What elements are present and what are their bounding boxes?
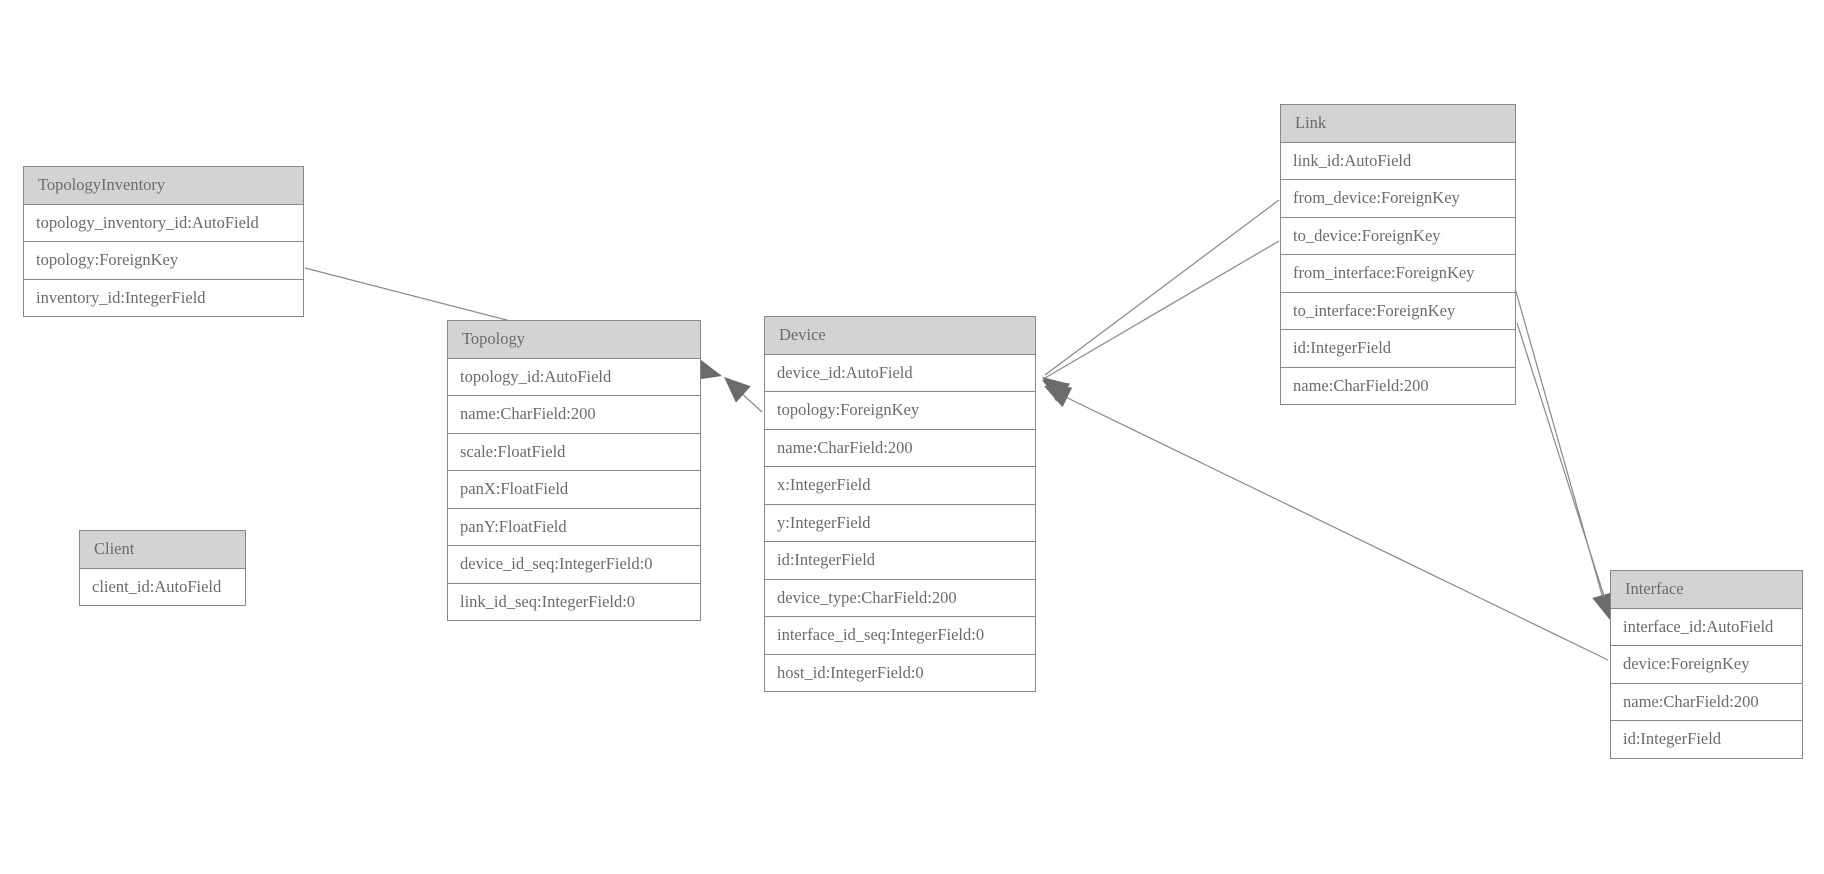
entity-title-topology: Topology (448, 321, 700, 359)
entity-field-row: id:IntegerField (1281, 330, 1515, 368)
entity-field-row: name:CharField:200 (765, 429, 1035, 467)
entity-field-row: name:CharField:200 (448, 396, 700, 434)
entity-field-row: topology:ForeignKey (24, 242, 303, 280)
relationship-arrowhead-device-to-topology (724, 377, 751, 403)
entity-field-row: topology_id:AutoField (448, 358, 700, 396)
entity-field-row: panX:FloatField (448, 471, 700, 509)
entity-field-row: from_interface:ForeignKey (1281, 255, 1515, 293)
entity-field-row: device:ForeignKey (1611, 646, 1802, 684)
entity-field-row: link_id_seq:IntegerField:0 (448, 583, 700, 620)
relationship-line-device-to-topology (726, 379, 763, 413)
relationship-arrowhead-link-to-device (1042, 380, 1071, 403)
entity-field-row: panY:FloatField (448, 508, 700, 546)
entity-field-row: scale:FloatField (448, 433, 700, 471)
entity-field-row: y:IntegerField (765, 504, 1035, 542)
relationship-line-link-from-device (1044, 199, 1280, 376)
entity-field-row: name:CharField:200 (1281, 367, 1515, 404)
entity-field-row: topology:ForeignKey (765, 392, 1035, 430)
entity-field-row: x:IntegerField (765, 467, 1035, 505)
entity-field-row: device_id_seq:IntegerField:0 (448, 546, 700, 584)
entity-field-row: to_interface:ForeignKey (1281, 292, 1515, 330)
entity-field-row: topology_inventory_id:AutoField (24, 204, 303, 242)
entity-title-device: Device (765, 317, 1035, 355)
relationship-line-link-to-device (1044, 240, 1280, 379)
entity-field-row: client_id:AutoField (80, 568, 245, 605)
entity-field-row: id:IntegerField (765, 542, 1035, 580)
entity-title-link: Link (1281, 105, 1515, 143)
entity-field-row: host_id:IntegerField:0 (765, 654, 1035, 691)
relationship-arrowhead-link-from-device (1042, 377, 1070, 402)
relationship-line-link-to-interface (1516, 322, 1612, 619)
entity-field-row: device_type:CharField:200 (765, 579, 1035, 617)
relationship-line-link-from-interface (1512, 280, 1609, 617)
entity-field-row: interface_id_seq:IntegerField:0 (765, 617, 1035, 655)
entity-field-row: device_id:AutoField (765, 354, 1035, 392)
entity-title-client: Client (80, 531, 245, 569)
relationship-line-interface-to-device (1046, 387, 1609, 661)
entity-field-row: link_id:AutoField (1281, 142, 1515, 180)
entity-field-row: to_device:ForeignKey (1281, 217, 1515, 255)
relationship-arrowhead-interface-to-device (1044, 386, 1073, 408)
entity-title-interface: Interface (1611, 571, 1802, 609)
entity-field-row: from_device:ForeignKey (1281, 180, 1515, 218)
entity-field-row: name:CharField:200 (1611, 683, 1802, 721)
entity-title-topology_inventory: TopologyInventory (24, 167, 303, 205)
entity-field-row: id:IntegerField (1611, 721, 1802, 758)
entity-field-row: inventory_id:IntegerField (24, 279, 303, 316)
entity-field-row: interface_id:AutoField (1611, 608, 1802, 646)
